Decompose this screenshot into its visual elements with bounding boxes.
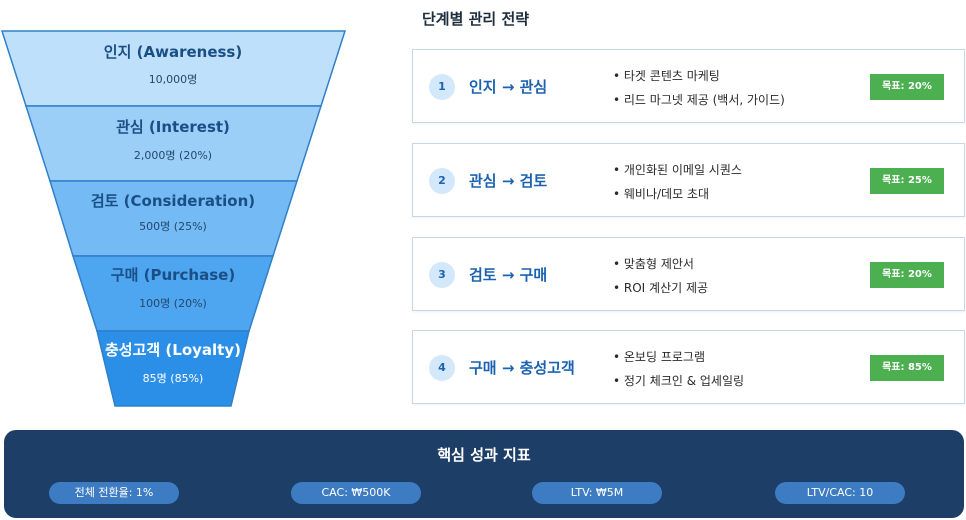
- funnel-stage-purchase: 구매 (Purchase) 100명 (20%): [71, 255, 275, 332]
- goal-badge: 목표: 25%: [870, 168, 944, 194]
- sales-funnel: 인지 (Awareness) 10,000명 관심 (Interest) 2,0…: [0, 30, 347, 407]
- step-number: 3: [429, 262, 455, 288]
- strategy-card-1: 1 인지 → 관심 • 타겟 콘텐츠 마케팅 • 리드 마그넷 제공 (백서, …: [412, 49, 965, 123]
- funnel-stage-loyalty: 충성고객 (Loyalty) 85명 (85%): [96, 330, 250, 407]
- stage-transition: 관심 → 검토: [469, 172, 548, 190]
- stage-count: 100명 (20%): [139, 297, 207, 310]
- tactic-item: • 맞춤형 제안서: [613, 257, 694, 271]
- funnel-stage-awareness: 인지 (Awareness) 10,000명: [0, 30, 347, 107]
- strategy-card-4: 4 구매 → 충성고객 • 온보딩 프로그램 • 정기 체크인 & 업세일링 목…: [412, 330, 965, 404]
- stage-label: 구매 (Purchase): [111, 266, 235, 284]
- tactic-item: • 정기 체크인 & 업세일링: [613, 374, 745, 388]
- tactic-item: • 리드 마그넷 제공 (백서, 가이드): [613, 93, 785, 107]
- kpi-total-conversion: 전체 전환율: 1%: [49, 482, 179, 504]
- tactic-item: • 온보딩 프로그램: [613, 350, 705, 364]
- stage-label: 검토 (Consideration): [91, 192, 255, 210]
- tactic-item: • ROI 계산기 제공: [613, 281, 709, 295]
- kpi-ltv: LTV: ₩5M: [532, 482, 662, 504]
- funnel-segment: [96, 330, 250, 407]
- stage-transition: 검토 → 구매: [469, 266, 548, 284]
- kpi-title: 핵심 성과 지표: [437, 446, 531, 464]
- stage-count: 85명 (85%): [143, 372, 204, 385]
- tactic-list: • 맞춤형 제안서 • ROI 계산기 제공: [613, 252, 708, 300]
- kpi-cac: CAC: ₩500K: [291, 482, 421, 504]
- stage-label: 충성고객 (Loyalty): [105, 341, 241, 359]
- kpi-panel: 핵심 성과 지표 전체 전환율: 1% CAC: ₩500K LTV: ₩5M …: [4, 430, 964, 518]
- stage-transition: 인지 → 관심: [469, 78, 548, 96]
- stage-count: 10,000명: [149, 73, 198, 86]
- tactic-list: • 온보딩 프로그램 • 정기 체크인 & 업세일링: [613, 345, 744, 393]
- step-number: 1: [429, 74, 455, 100]
- strategy-card-2: 2 관심 → 검토 • 개인화된 이메일 시퀀스 • 웨비나/데모 초대 목표:…: [412, 143, 965, 217]
- strategy-card-3: 3 검토 → 구매 • 맞춤형 제안서 • ROI 계산기 제공 목표: 20%: [412, 237, 965, 311]
- tactic-item: • 개인화된 이메일 시퀀스: [613, 163, 742, 177]
- funnel-stage-interest: 관심 (Interest) 2,000명 (20%): [24, 105, 323, 182]
- goal-badge: 목표: 20%: [870, 74, 944, 100]
- funnel-stage-consideration: 검토 (Consideration) 500명 (25%): [48, 180, 299, 257]
- tactic-item: • 타겟 콘텐츠 마케팅: [613, 69, 720, 83]
- stage-count: 500명 (25%): [139, 220, 207, 233]
- step-number: 4: [429, 355, 455, 381]
- tactic-list: • 개인화된 이메일 시퀀스 • 웨비나/데모 초대: [613, 158, 742, 206]
- stage-transition: 구매 → 충성고객: [469, 359, 575, 377]
- tactic-item: • 웨비나/데모 초대: [613, 187, 710, 201]
- goal-badge: 목표: 20%: [870, 262, 944, 288]
- strategy-title: 단계별 관리 전략: [422, 10, 530, 28]
- stage-count: 2,000명 (20%): [134, 149, 212, 162]
- tactic-list: • 타겟 콘텐츠 마케팅 • 리드 마그넷 제공 (백서, 가이드): [613, 64, 785, 112]
- stage-label: 인지 (Awareness): [104, 43, 242, 61]
- kpi-ltv-cac: LTV/CAC: 10: [775, 482, 905, 504]
- step-number: 2: [429, 168, 455, 194]
- stage-label: 관심 (Interest): [116, 118, 230, 136]
- goal-badge: 목표: 85%: [870, 355, 944, 381]
